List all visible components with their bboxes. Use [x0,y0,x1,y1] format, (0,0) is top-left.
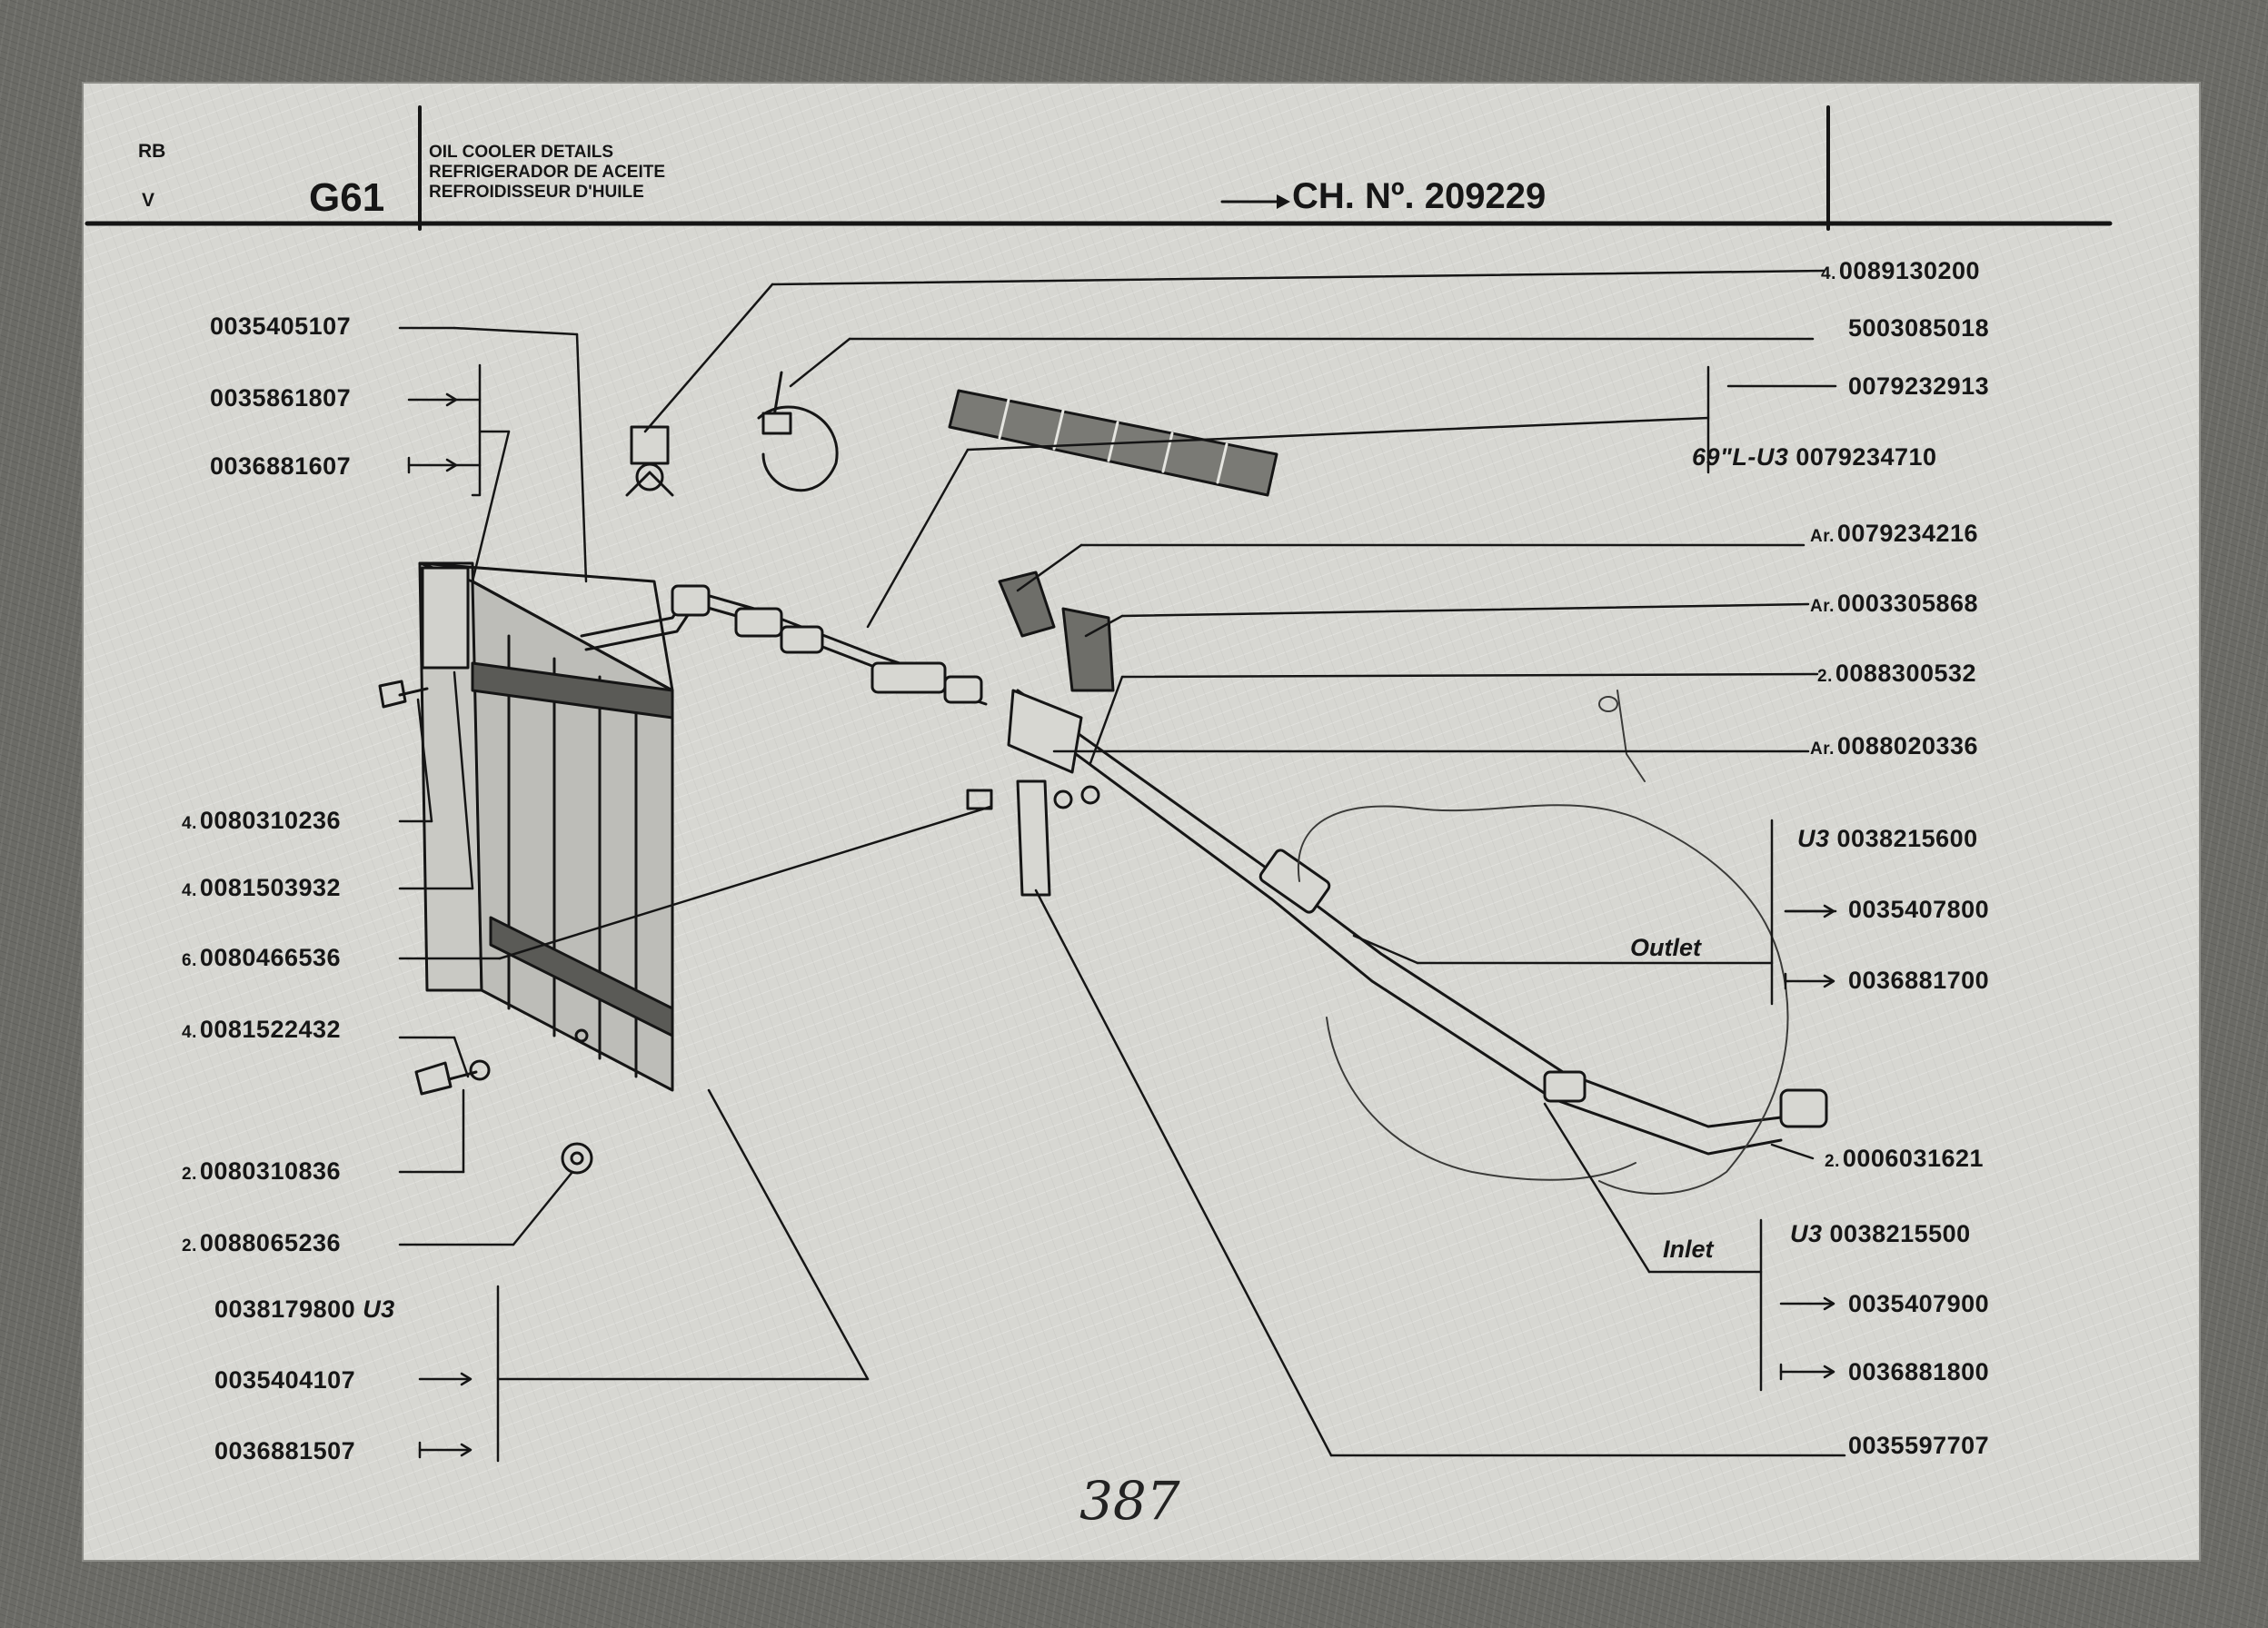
rubber-grommet [625,425,674,497]
bolts-left [378,680,593,1175]
oil-line-upper [580,584,988,706]
leader-lines-left [398,326,992,1463]
part-label: 6.0080466536 [182,944,342,971]
part-label: 0035407900 [1848,1290,1990,1317]
part-label: 2.0006031621 [1825,1145,1984,1172]
title-es: REFRIGERADOR DE ACEITE [429,163,666,182]
part-label: Ar.0079234216 [1810,520,1979,547]
part-label: 0036881800 [1848,1358,1990,1385]
engine-block-outline [1297,690,1789,1195]
part-label: 0035407800 [1848,896,1990,923]
part-label: 4.0081522432 [182,1016,342,1043]
mounting-brackets [966,571,1115,897]
part-label: 0038179800 U3 [214,1295,395,1323]
section-code: G61 [309,175,385,220]
part-label: 0035597707 [1848,1432,1990,1459]
reference-arrows [407,392,1835,1459]
part-label: Ar.0003305868 [1810,590,1979,617]
outlet-label: Outlet [1630,934,1701,961]
part-label: U3 0038215500 [1790,1220,1971,1247]
part-label: 0035405107 [210,313,352,340]
part-label: 0079232913 [1848,372,1990,400]
part-label: 4.0089130200 [1821,257,1981,284]
oil-hose-long [1016,689,1828,1156]
part-label: 69"L-U3 0079234710 [1692,443,1937,471]
title-fr: REFROIDISSEUR D'HUILE [429,183,644,202]
part-label: Ar.0088020336 [1810,732,1979,759]
chassis-number: CH. Nº. 209229 [1292,176,1547,216]
part-label: 0036881700 [1848,967,1990,994]
part-label: 4.0080310236 [182,807,342,834]
part-label: 2.0088065236 [182,1229,342,1256]
header-v: V [142,190,155,211]
hose-clip [757,371,839,491]
title-en: OIL COOLER DETAILS [429,143,614,162]
inlet-label: Inlet [1663,1236,1714,1263]
part-label: 2.0088300532 [1817,660,1977,687]
handwritten-page-number: 387 [1079,1470,1180,1532]
part-label: 0035861807 [210,384,352,412]
part-label: 2.0080310836 [182,1157,342,1185]
part-label: 0035404107 [214,1366,356,1394]
part-label: U3 0038215600 [1797,825,1978,852]
part-label: 4.0081503932 [182,874,342,901]
leader-lines-right [643,269,1846,1457]
part-label: 0036881607 [210,452,352,480]
part-label: 0036881507 [214,1437,356,1464]
oil-cooler-core [418,561,674,1092]
header-rb: RB [138,141,166,162]
part-label: 5003085018 [1848,314,1990,342]
